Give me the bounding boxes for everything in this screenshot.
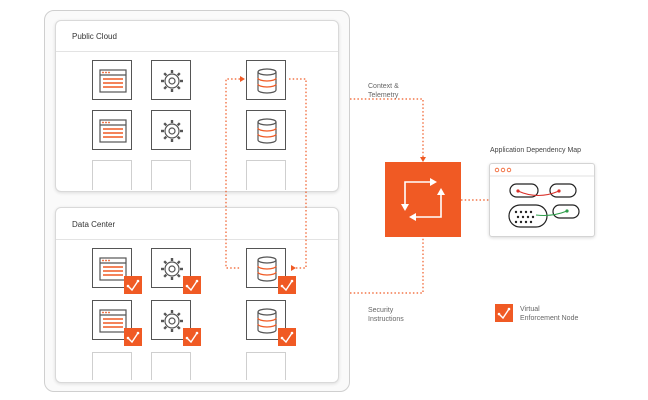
panel-divider — [56, 51, 338, 52]
web-server-node — [92, 248, 132, 288]
web-server-node — [92, 110, 132, 150]
virtual-enforcement-node-icon — [183, 328, 201, 346]
database-node-faded — [246, 160, 286, 190]
web-server-node-faded — [92, 352, 132, 380]
cycle-arrows-icon — [385, 178, 461, 241]
connector-context — [350, 98, 424, 162]
virtual-enforcement-node-icon — [278, 328, 296, 346]
application-dependency-map — [489, 163, 595, 237]
security-line2: Instructions — [368, 316, 404, 323]
policy-engine-hub — [385, 162, 461, 237]
legend-line2: Enforcement Node — [520, 315, 579, 322]
adm-title: Application Dependency Map — [490, 147, 582, 154]
database-node — [246, 60, 286, 100]
context-line2: Telemetry — [368, 92, 399, 99]
data-center-title: Data Center — [72, 220, 116, 229]
database-node — [246, 300, 286, 340]
app-server-node — [151, 110, 191, 150]
public-cloud-title: Public Cloud — [72, 32, 117, 41]
app-server-node — [151, 300, 191, 340]
database-node-faded — [246, 352, 286, 380]
connector-instructions — [350, 237, 424, 294]
legend-line1: Virtual — [520, 306, 540, 313]
web-server-node-faded — [92, 160, 132, 190]
virtual-enforcement-node-icon — [124, 328, 142, 346]
security-instructions-label: Security Instructions — [368, 306, 404, 324]
legend-enforcement-node-icon — [495, 304, 513, 322]
panel-divider — [56, 239, 338, 240]
app-server-node — [151, 60, 191, 100]
app-server-node-faded — [151, 352, 191, 380]
security-line1: Security — [368, 307, 394, 314]
virtual-enforcement-node-icon — [278, 276, 296, 294]
database-node — [246, 110, 286, 150]
legend-label: Virtual Enforcement Node — [520, 305, 578, 323]
context-telemetry-label: Context & Telemetry — [368, 82, 399, 100]
context-line1: Context & — [368, 83, 399, 90]
virtual-enforcement-node-icon — [124, 276, 142, 294]
app-server-node-faded — [151, 160, 191, 190]
virtual-enforcement-node-icon — [183, 276, 201, 294]
dependency-graph — [490, 167, 594, 228]
web-server-node — [92, 60, 132, 100]
